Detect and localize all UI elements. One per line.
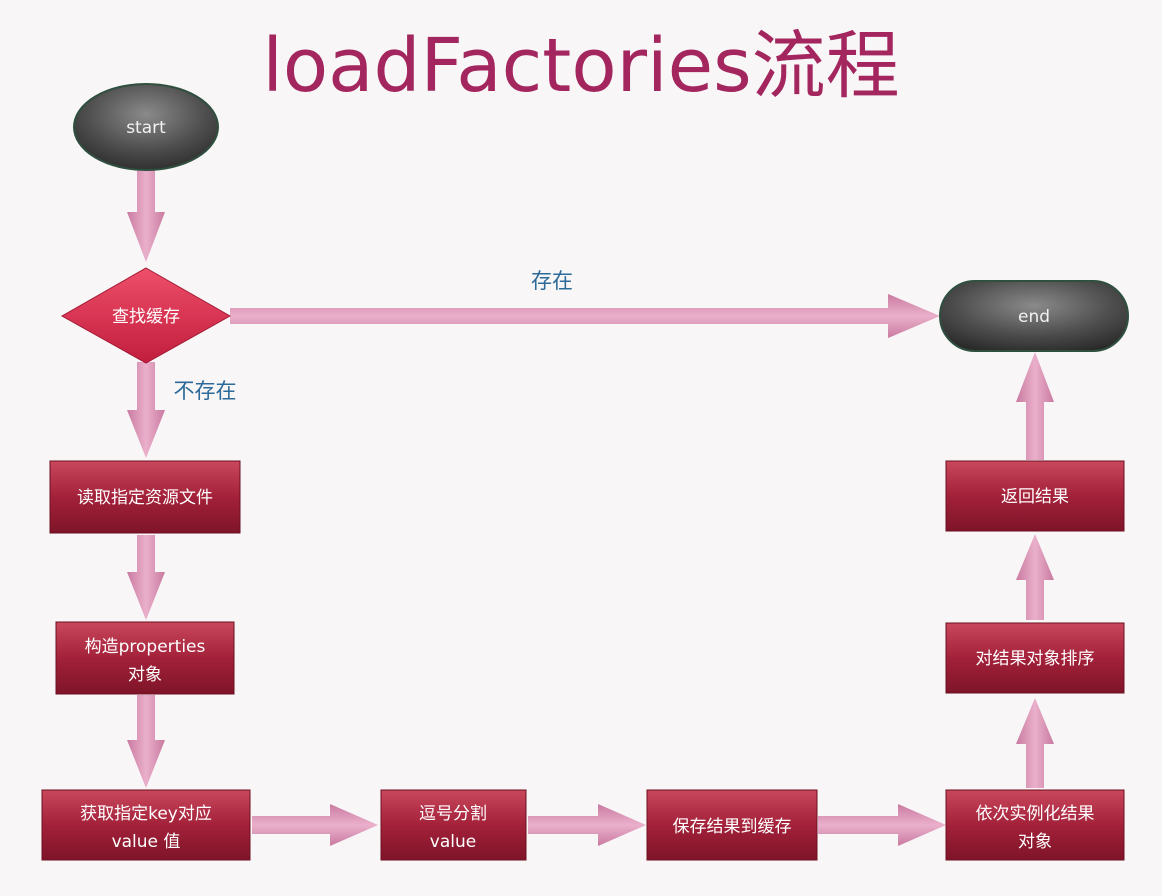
read-resource-label: 读取指定资源文件	[77, 488, 213, 508]
return-result-label: 返回结果	[1001, 487, 1069, 507]
get-value-line1: 获取指定key对应	[80, 804, 212, 824]
arrow-build-to-get	[127, 695, 165, 788]
arrow-check-to-end	[230, 294, 940, 338]
sort-label: 对结果对象排序	[976, 649, 1095, 669]
start-node: start	[73, 83, 219, 171]
edge-label-not-exists: 不存在	[174, 379, 237, 403]
arrow-save-to-instantiate	[818, 804, 946, 846]
instantiate-line1: 依次实例化结果	[976, 804, 1095, 824]
arrow-check-to-read	[127, 362, 165, 458]
build-properties-line2: 对象	[128, 665, 162, 685]
end-label: end	[1018, 307, 1050, 327]
instantiate-box: 依次实例化结果 对象	[945, 789, 1125, 861]
read-resource-box: 读取指定资源文件	[49, 460, 241, 534]
get-value-line2: value 值	[112, 832, 181, 852]
check-cache-decision: 查找缓存	[60, 267, 232, 364]
split-value-box: 逗号分割 value	[380, 789, 527, 861]
save-cache-label: 保存结果到缓存	[673, 817, 792, 837]
arrow-instantiate-to-sort	[1016, 698, 1054, 788]
page-title: loadFactories流程	[262, 23, 900, 109]
split-value-line2: value	[430, 832, 476, 852]
start-label: start	[126, 118, 166, 138]
arrow-split-to-save	[528, 804, 646, 846]
save-cache-box: 保存结果到缓存	[646, 789, 818, 861]
arrow-return-to-end	[1016, 352, 1054, 460]
arrow-start-to-check	[127, 170, 165, 262]
build-properties-line1: 构造properties	[85, 637, 206, 657]
get-value-box: 获取指定key对应 value 值	[41, 789, 251, 861]
arrow-get-to-split	[252, 804, 378, 846]
edge-label-exists: 存在	[531, 269, 573, 293]
instantiate-line2: 对象	[1018, 832, 1052, 852]
sort-box: 对结果对象排序	[945, 622, 1125, 694]
arrow-read-to-build	[127, 535, 165, 620]
return-result-box: 返回结果	[945, 460, 1125, 532]
split-value-line1: 逗号分割	[419, 804, 487, 824]
build-properties-box: 构造properties 对象	[55, 621, 235, 695]
check-cache-label: 查找缓存	[112, 307, 180, 327]
arrow-sort-to-return	[1016, 534, 1054, 620]
end-node: end	[939, 280, 1129, 352]
